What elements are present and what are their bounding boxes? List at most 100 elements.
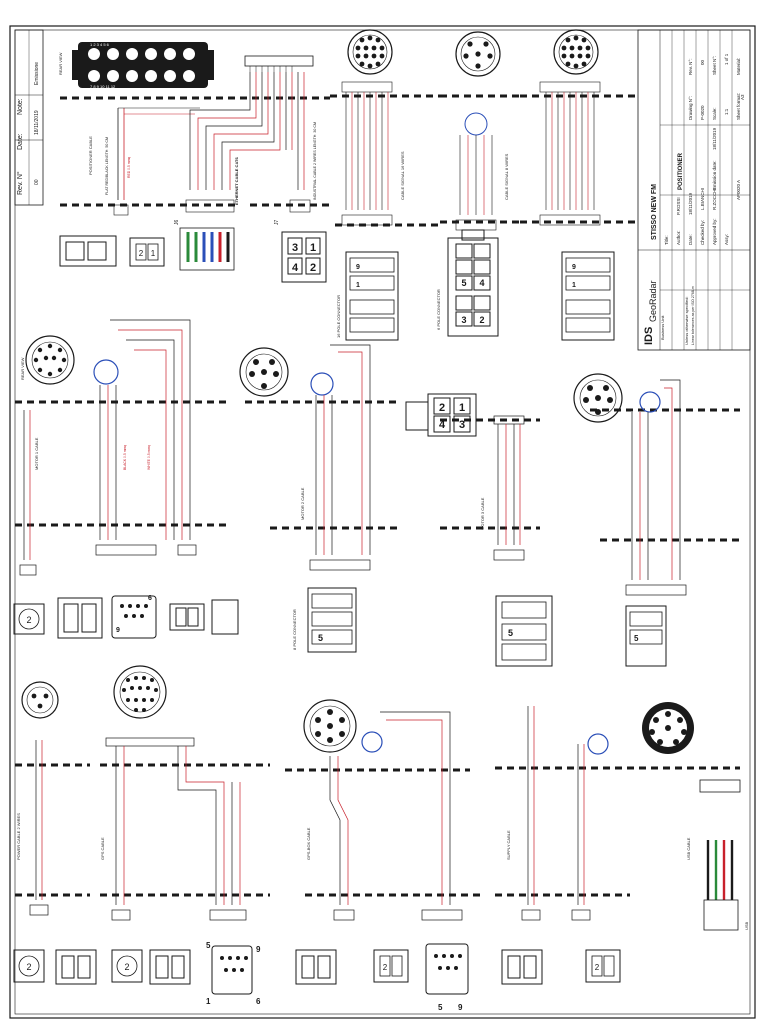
date-label: Date: [17, 133, 24, 150]
dsub-end-6: 6 [148, 595, 152, 602]
molex-6pole-top: 5 4 3 2 [447, 229, 499, 337]
revision-block: Rev. N° Date: Note: 00 18/11/2019 Emissi… [14, 29, 44, 206]
g4-c: 2 [310, 262, 316, 274]
pair-bottom-a: 2 [26, 962, 31, 972]
checked-label: Checked by: [700, 220, 705, 245]
note-value: Emissione [34, 62, 40, 85]
title-block: IDS GeoRadar Business Unit STISSO NEW FM… [637, 29, 751, 351]
rj45-plug [179, 227, 235, 271]
company-name: GeoRadar [648, 280, 658, 322]
circular-connector-16pin-a [347, 29, 393, 75]
title-label: Title: [664, 235, 669, 245]
view-label-12pin: REAR VIEW [58, 52, 63, 75]
pair-1: 1 [151, 249, 156, 258]
circular-connector-6pin-top [455, 31, 501, 77]
dsub-a-end-1: 1 [206, 997, 211, 1006]
gps-box-harness [329, 711, 463, 921]
rev-label: Rev. N° [16, 171, 24, 195]
power-harness [29, 740, 49, 916]
dsub-9pin-bottom-a: 5 1 9 6 [206, 941, 261, 1006]
sheet-border [9, 25, 756, 1019]
scale-label: Scale: [712, 107, 717, 120]
checked-value: L.BIANCHI [700, 188, 705, 210]
approved-label: Approved by: [712, 218, 717, 245]
title-value: POSITIONER [678, 152, 684, 190]
usb-cable: USB CABLE USB [686, 779, 749, 931]
molex-16pole-top-b: 9 1 [561, 251, 615, 341]
gps-harness [105, 737, 247, 921]
dsub-a-end-5: 5 [206, 941, 211, 950]
cable-cut-lines [15, 94, 740, 897]
housing-side-bottom-a [55, 949, 97, 985]
molex-2pin-bottom-d: 2 [585, 949, 621, 983]
motor-1-harness [19, 319, 197, 576]
housing-side-bottom-b [149, 949, 191, 985]
emission-value: 18/11/2019 [712, 127, 717, 150]
signal-harness-16b [539, 81, 601, 226]
circular-connector-8pin-right [642, 702, 694, 754]
g6-c: 3 [461, 315, 466, 325]
pair-2: 2 [139, 249, 144, 258]
connector-12pin-rear: REAR VIEW 1 2 3 4 5 6 7 8 9 10 11 12 [58, 42, 214, 89]
g4m-c: 2 [439, 402, 445, 414]
16pole-label-a: 16 POLE CONNECTOR [336, 295, 341, 338]
g4m-a: 4 [439, 419, 446, 431]
dsub-a-end-6: 6 [256, 997, 261, 1006]
g4m-d: 1 [459, 402, 465, 414]
flat-cable-label: FLAT RED/BLACK LENGTH: 50 CM [105, 137, 109, 195]
red-wire-label: RED 0.5 mmq [127, 157, 131, 178]
circular-connector-7pin-gpsbox [303, 699, 357, 753]
g16a-row1: 9 [356, 264, 360, 271]
motor-2-label: MOTOR 2 CABLE [300, 487, 305, 520]
pin-row-top: 1 2 3 4 5 6 [90, 42, 110, 47]
g4-d: 1 [310, 242, 316, 254]
motor-2-harness [309, 344, 371, 571]
g4-b: 3 [292, 242, 298, 254]
note-label: Note: [17, 98, 24, 115]
dsub-9pin-bottom-b: 5 9 [425, 943, 469, 1012]
emission-label: Emission date: [712, 160, 717, 190]
motor-3-label: MOTOR 3 CABLE [480, 497, 485, 530]
housing-side-mid [57, 597, 103, 639]
molex-8pole-mid-c: 5 [625, 605, 667, 667]
j6-label: J6 [174, 220, 180, 226]
circular-connector-16pin-gps [113, 665, 167, 719]
g16b-row1: 9 [572, 264, 576, 271]
sheet-label: Sheet N°: [712, 56, 717, 75]
division-name: Business Unit [660, 315, 665, 340]
gps-cable-label: GPS CABLE [100, 837, 105, 860]
molex-2pin-bottom-c: 2 [373, 949, 409, 983]
signal-harness-16 [341, 81, 393, 226]
rev-value: 00 [34, 179, 40, 185]
housing-side-bottom-c [295, 949, 337, 985]
sheet-inner-border [14, 29, 751, 1015]
tolerance-text: Linear tolerances as per ISO 2768-m [691, 286, 695, 345]
g4-a: 4 [292, 262, 299, 274]
gps-box-label: GPS-BOX CABLE [306, 827, 311, 860]
molex-2pin-bottom-a: 2 [13, 949, 45, 983]
motor-3-harness [493, 415, 525, 561]
molex-8pole-mid-a: 5 [307, 587, 357, 653]
j7-label: J7 [274, 220, 280, 226]
author-value: P.ROSSI [676, 197, 681, 215]
drawing-value: P-0020 [700, 105, 705, 120]
motor-1-label: MOTOR 1 CABLE [34, 437, 39, 470]
pin-row-bottom: 7 8 9 10 11 12 [90, 84, 116, 89]
molex-4pin-mid: 4 3 2 1 [405, 393, 477, 437]
g6-d: 2 [479, 315, 484, 325]
author-label: Author: [676, 230, 681, 245]
molex-16pole-top-a: 9 1 [345, 251, 399, 341]
date-label-tb: Date: [688, 234, 693, 245]
positioner-cable: POSITIONER CABLE FLAT RED/BLACK LENGTH: … [88, 107, 200, 216]
circular-connector-4pin-bottom [21, 681, 59, 719]
approved-value: R.ZOCCHI [712, 188, 717, 210]
signal-harness-8 [455, 112, 497, 231]
g8a-row1: 5 [318, 633, 323, 643]
power-cable-label: POWER CABLE 2 WIRES [16, 813, 21, 860]
g8c-row1: 5 [634, 634, 639, 643]
signal-8-label: CABLE SIGNAL 8 WIRES [504, 153, 509, 200]
molex-2pin-side [169, 599, 239, 635]
project-name: STISSO NEW FM [651, 184, 658, 240]
g16a-row2: 1 [356, 282, 360, 289]
dsub-b-end-9: 9 [458, 1003, 463, 1012]
